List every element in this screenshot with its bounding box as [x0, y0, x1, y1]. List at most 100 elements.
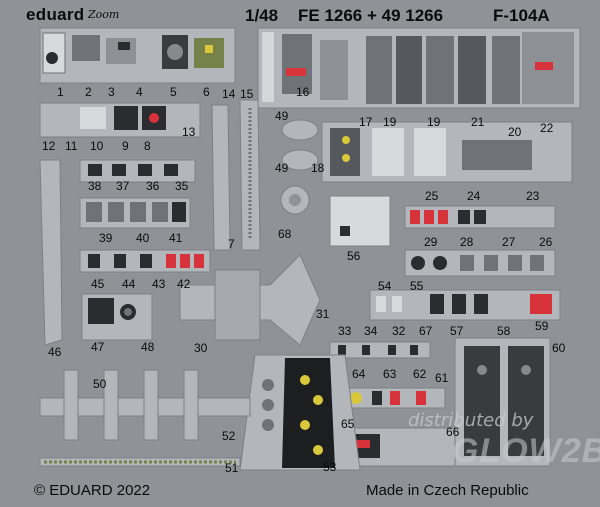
- part-number-33: 33: [338, 324, 352, 338]
- part-group-42-45: [79, 249, 211, 273]
- part-number-25: 25: [425, 189, 439, 203]
- part-number-44: 44: [122, 277, 136, 291]
- watermark-line1: distributed by: [408, 410, 534, 431]
- part-56-panel: [329, 195, 391, 247]
- copyright-label: © EDUARD 2022: [34, 482, 151, 499]
- part-number-57: 57: [450, 324, 464, 338]
- part-number-26: 26: [539, 235, 553, 249]
- scale-label: 1/48: [245, 6, 279, 25]
- part-number-9: 9: [122, 139, 129, 153]
- part-number-67: 67: [419, 324, 433, 338]
- part-number-48: 48: [141, 340, 155, 354]
- part-number-63: 63: [383, 367, 397, 381]
- part-number-32: 32: [392, 324, 406, 338]
- part-number-55: 55: [410, 279, 424, 293]
- made-in-label: Made in Czech Republic: [366, 482, 529, 499]
- part-group-61-64: [344, 387, 446, 409]
- part-51-strip: [39, 457, 241, 467]
- brand-logo: eduard: [26, 5, 85, 24]
- part-number-40: 40: [136, 231, 150, 245]
- part-number-52: 52: [222, 429, 236, 443]
- part-number-6: 6: [203, 85, 210, 99]
- part-number-61: 61: [435, 371, 449, 385]
- part-number-56: 56: [347, 249, 361, 263]
- part-group-top-left: [39, 27, 236, 84]
- watermark-line2: GLOW2B: [452, 432, 600, 470]
- part-number-58: 58: [497, 324, 511, 338]
- part-number-54: 54: [378, 279, 392, 293]
- part-number-49: 49: [275, 109, 289, 123]
- part-number-43: 43: [152, 277, 166, 291]
- part-number-16: 16: [296, 85, 310, 99]
- part-number-28: 28: [460, 235, 474, 249]
- part-number-39: 39: [99, 231, 113, 245]
- part-number-23: 23: [526, 189, 540, 203]
- part-number-24: 24: [467, 189, 481, 203]
- part-number-36: 36: [146, 179, 160, 193]
- part-number-42: 42: [177, 277, 191, 291]
- part-group-39-41: [79, 197, 191, 229]
- part-number-10: 10: [90, 139, 104, 153]
- part-group-23-25: [404, 205, 556, 229]
- part-number-30: 30: [194, 341, 208, 355]
- part-number-31: 31: [316, 307, 330, 321]
- part-group-32-34: [329, 341, 431, 359]
- part-number-5: 5: [170, 85, 177, 99]
- part-number-2: 2: [85, 85, 92, 99]
- part-number-45: 45: [91, 277, 105, 291]
- part-number-14: 14: [222, 87, 236, 101]
- part-46-strip: [39, 159, 63, 346]
- part-number-46: 46: [48, 345, 62, 359]
- part-number-7: 7: [228, 237, 235, 251]
- part-group-console: [257, 27, 581, 109]
- part-60-panel: [454, 337, 551, 467]
- part-number-21: 21: [471, 115, 485, 129]
- part-group-12-13: [39, 102, 201, 138]
- part-52-53-instrument-panel: [239, 354, 361, 471]
- part-number-66: 66: [446, 425, 460, 439]
- part-number-12: 12: [42, 139, 56, 153]
- part-number-29: 29: [424, 235, 438, 249]
- sub-brand-logo: Zoom: [88, 8, 120, 21]
- part-number-59: 59: [535, 319, 549, 333]
- part-number-53: 53: [323, 460, 337, 474]
- part-number-62: 62: [413, 367, 427, 381]
- part-number-15: 15: [240, 87, 254, 101]
- part-number-19: 19: [427, 115, 441, 129]
- part-number-38: 38: [88, 179, 102, 193]
- part-group-17-22: [321, 121, 573, 183]
- part-number-1: 1: [57, 85, 64, 99]
- part-50-frame: [39, 369, 251, 441]
- part-number-20: 20: [508, 125, 522, 139]
- part-number-19: 19: [383, 115, 397, 129]
- part-number-27: 27: [502, 235, 516, 249]
- part-number-8: 8: [144, 139, 151, 153]
- part-number-64: 64: [352, 367, 366, 381]
- part-number-68: 68: [278, 227, 292, 241]
- part-group-35-38: [79, 159, 196, 183]
- part-number-50: 50: [93, 377, 107, 391]
- part-number-11: 11: [65, 139, 78, 153]
- part-number-47: 47: [91, 340, 105, 354]
- part-number-18: 18: [311, 161, 325, 175]
- part-number-22: 22: [540, 121, 554, 135]
- part-number-34: 34: [364, 324, 378, 338]
- part-group-49: [280, 119, 319, 215]
- set-code-label: FE 1266 + 49 1266: [298, 6, 444, 25]
- part-number-65: 65: [341, 417, 355, 431]
- part-number-49: 49: [275, 161, 289, 175]
- part-30-31-frame: [179, 254, 321, 346]
- part-group-14-15: [211, 99, 261, 251]
- part-number-41: 41: [169, 231, 183, 245]
- part-number-51: 51: [225, 461, 239, 475]
- part-group-47-48: [81, 293, 153, 341]
- part-group-26-29: [404, 249, 556, 277]
- part-number-60: 60: [552, 341, 566, 355]
- part-group-54-59: [369, 289, 561, 321]
- part-number-37: 37: [116, 179, 130, 193]
- part-number-17: 17: [359, 115, 373, 129]
- part-number-4: 4: [136, 85, 143, 99]
- part-number-35: 35: [175, 179, 189, 193]
